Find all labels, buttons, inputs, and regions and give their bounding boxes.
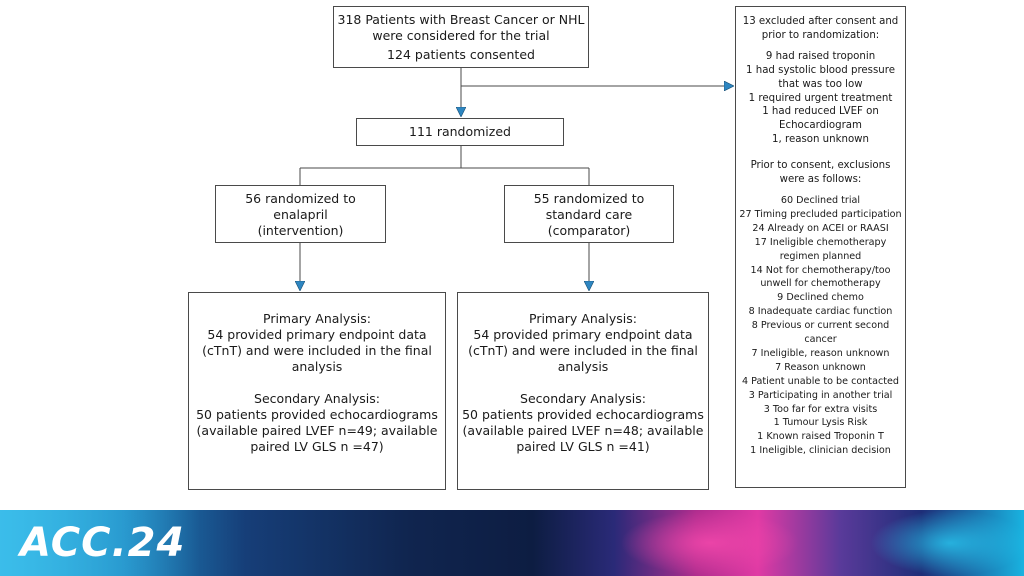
prior-exclusion-item: 60 Declined trial [780,194,861,206]
enalapril-line-2: enalapril [273,207,328,222]
exclusion-item: that was too low [778,78,863,90]
prior-exclusion-item: 1 Known raised Troponin T [757,431,884,443]
conference-banner: ACC.24 [0,510,1024,576]
primary-analysis-line: 54 provided primary endpoint data [207,327,427,342]
primary-analysis-line: analysis [291,359,343,374]
primary-analysis-title: Primary Analysis: [263,311,371,326]
exclusions-box: 13 excluded after consent and prior to r… [735,6,906,488]
exclusion-item: 1 had reduced LVEF on [762,106,879,118]
prior-exclusion-item: 27 Timing precluded participation [739,208,902,220]
prior-exclusion-item: 4 Patient unable to be contacted [742,375,899,387]
prior-exclusion-item: 3 Participating in another trial [748,389,893,401]
standard-care-arm-box: 55 randomized to standard care (comparat… [504,185,674,243]
primary-analysis-line: 54 provided primary endpoint data [473,327,693,342]
secondary-analysis-line: paired LV GLS n =41) [516,439,650,454]
secondary-analysis-line: 50 patients provided echocardiograms [462,407,704,422]
prior-exclusion-item: 1 Ineligible, clinician decision [750,445,891,457]
secondary-analysis-line: (available paired LVEF n=49; available [196,423,438,438]
standard-line-2: standard care [545,207,633,222]
prior-exclusion-item: 24 Already on ACEI or RAASI [752,222,889,234]
randomized-label: 111 randomized [409,124,511,139]
exclusion-item: 9 had raised troponin [765,50,876,62]
prior-exclusion-item: 8 Previous or current second [751,320,890,332]
exclusion-item: 1 had systolic blood pressure [746,64,895,76]
standard-line-1: 55 randomized to [533,191,645,206]
primary-analysis-title: Primary Analysis: [529,311,637,326]
prior-exclusion-item: 17 Ineligible chemotherapy [754,236,887,248]
enalapril-arm-box: 56 randomized to enalapril (intervention… [215,185,386,243]
prior-exclusion-item: regimen planned [779,250,862,262]
prior-exclusions-header: were as follows: [779,174,862,186]
secondary-analysis-title: Secondary Analysis: [254,391,380,406]
screening-line-2: were considered for the trial [372,28,550,43]
screening-box: 318 Patients with Breast Cancer or NHL w… [333,6,589,68]
prior-exclusion-item: 7 Reason unknown [775,361,866,373]
prior-exclusions-list: 60 Declined trial 27 Timing precluded pa… [736,194,905,458]
prior-exclusion-item: 1 Tumour Lysis Risk [773,417,868,429]
screening-line-3: 124 patients consented [387,47,535,62]
prior-exclusions-header: Prior to consent, exclusions [750,160,891,172]
primary-analysis-line: (cTnT) and were included in the final [202,343,432,358]
prior-exclusion-item: 3 Too far for extra visits [763,403,878,415]
secondary-analysis-line: paired LV GLS n =47) [250,439,384,454]
primary-analysis-line: (cTnT) and were included in the final [468,343,698,358]
prior-exclusion-item: 7 Ineligible, reason unknown [751,347,890,359]
prior-exclusion-item: unwell for chemotherapy [760,278,881,290]
exclusions-header: 13 excluded after consent and [742,16,899,27]
screening-line-1: 318 Patients with Breast Cancer or NHL [337,12,585,27]
enalapril-line-3: (intervention) [257,223,344,238]
randomized-box: 111 randomized [356,118,564,146]
prior-exclusion-item: 9 Declined chemo [777,292,864,304]
enalapril-line-1: 56 randomized to [245,191,356,206]
prior-exclusion-item: cancer [804,334,837,346]
exclusion-item: 1, reason unknown [772,134,869,146]
secondary-analysis-line: (available paired LVEF n=48; available [462,423,704,438]
secondary-analysis-title: Secondary Analysis: [520,391,646,406]
exclusions-header: prior to randomization: [761,29,880,41]
prior-exclusion-item: 14 Not for chemotherapy/too [750,264,891,276]
enalapril-analysis-box: Primary Analysis: 54 provided primary en… [188,292,446,490]
acc24-logo: ACC.24 [20,520,186,566]
secondary-analysis-line: 50 patients provided echocardiograms [196,407,438,422]
primary-analysis-line: analysis [557,359,609,374]
exclusion-item: Echocardiogram [779,120,862,132]
standard-line-3: (comparator) [547,223,631,238]
exclusion-item: 1 required urgent treatment [748,92,893,104]
prior-exclusion-item: 8 Inadequate cardiac function [748,306,893,318]
standard-care-analysis-box: Primary Analysis: 54 provided primary en… [457,292,709,490]
